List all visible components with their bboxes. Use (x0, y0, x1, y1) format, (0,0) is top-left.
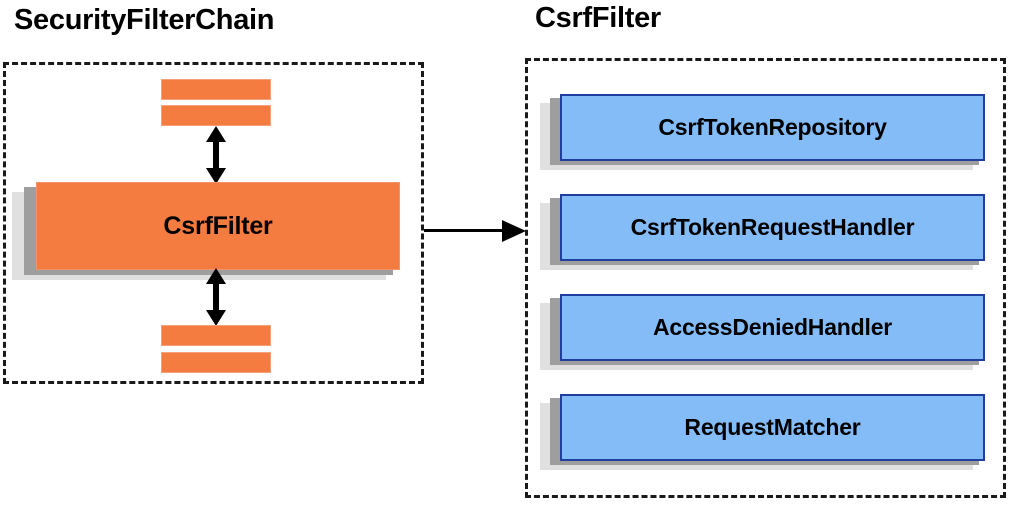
filter-bar-top-1 (161, 79, 271, 100)
card-face: RequestMatcher (560, 394, 985, 461)
collaborator-card-request-matcher[interactable]: RequestMatcher (540, 394, 985, 470)
filter-bar-top-2 (161, 105, 271, 126)
csrf-filter-panel (525, 58, 1006, 498)
csrf-filter-card[interactable]: CsrfFilter (12, 182, 400, 280)
csrf-filter-label: CsrfFilter (163, 211, 273, 240)
arrow-upper-bidirectional (206, 126, 226, 184)
card-face: AccessDeniedHandler (560, 294, 985, 361)
collaborator-label: CsrfTokenRepository (658, 114, 887, 140)
arrow-shaft (213, 282, 219, 312)
collaborator-label: AccessDeniedHandler (652, 314, 893, 340)
arrow-head-up-icon (206, 268, 226, 284)
filter-bar-bottom-1 (161, 325, 271, 346)
arrow-head-down-icon (206, 310, 226, 326)
collaborator-card-csrf-token-repository[interactable]: CsrfTokenRepository (540, 94, 985, 170)
collaborator-card-access-denied-handler[interactable]: AccessDeniedHandler (540, 294, 985, 370)
connector-shaft (424, 229, 508, 232)
page-title-security-filter-chain: SecurityFilterChain (14, 4, 275, 36)
connector-arrow-head-icon (502, 220, 526, 242)
security-filter-chain-panel (3, 62, 424, 384)
filter-bar-bottom-2 (161, 352, 271, 373)
collaborator-label: CsrfTokenRequestHandler (630, 214, 915, 240)
connector-arrow (424, 220, 526, 242)
arrow-head-down-icon (206, 168, 226, 184)
card-face: CsrfTokenRequestHandler (560, 194, 985, 261)
card-face: CsrfTokenRepository (560, 94, 985, 161)
collaborator-card-csrf-token-request-handler[interactable]: CsrfTokenRequestHandler (540, 194, 985, 270)
card-face: CsrfFilter (36, 182, 400, 270)
collaborator-label: RequestMatcher (684, 414, 861, 440)
arrow-lower-bidirectional (206, 268, 226, 326)
page-title-csrf-filter: CsrfFilter (535, 2, 661, 34)
arrow-head-up-icon (206, 126, 226, 142)
arrow-shaft (213, 140, 219, 170)
